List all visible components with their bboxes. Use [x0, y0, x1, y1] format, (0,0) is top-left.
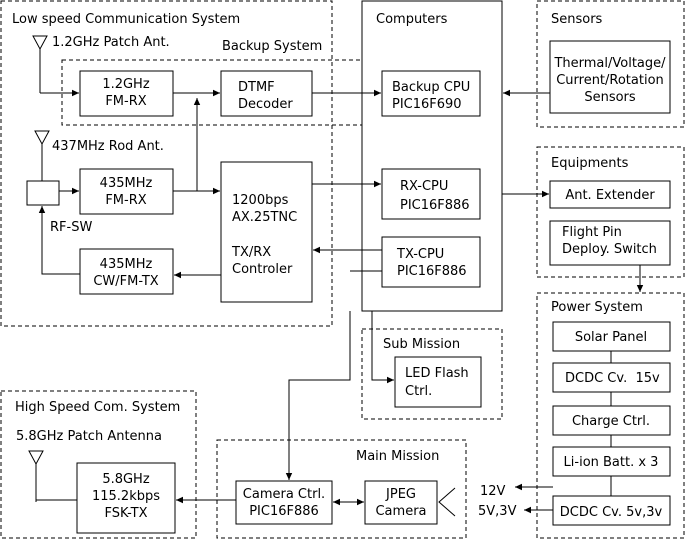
svg-text:5.8GHz: 5.8GHz: [102, 472, 150, 487]
high-speed-section: [0, 390, 197, 539]
svg-text:Camera Ctrl.: Camera Ctrl.: [243, 487, 325, 502]
svg-text:Backup CPU: Backup CPU: [392, 80, 470, 95]
svg-text:Solar Panel: Solar Panel: [575, 330, 647, 345]
backup-title: Backup System: [222, 39, 322, 54]
tx-cpu-block: TX-CPU PIC16F886: [381, 236, 481, 288]
svg-text:Li-ion Batt. x 3: Li-ion Batt. x 3: [564, 455, 659, 470]
patch-1-2ghz-label: 1.2GHz Patch Ant.: [52, 35, 170, 50]
svg-text:JPEG: JPEG: [385, 487, 416, 502]
svg-text:DCDC Cv. 5v,3v: DCDC Cv. 5v,3v: [560, 505, 663, 520]
connections: [36, 89, 644, 514]
dcdc-15v-block: DCDC Cv. 15v: [552, 362, 671, 393]
dcdc-5v3v-block: DCDC Cv. 5v,3v: [552, 495, 671, 526]
svg-text:Ctrl.: Ctrl.: [405, 384, 432, 399]
svg-text:435MHz: 435MHz: [100, 176, 153, 191]
sensors-section: [536, 0, 685, 128]
svg-text:Flight Pin: Flight Pin: [562, 225, 622, 240]
svg-text:Thermal/Voltage/: Thermal/Voltage/: [553, 56, 666, 71]
power-title: Power System: [551, 300, 643, 315]
svg-text:PIC16F886: PIC16F886: [400, 198, 470, 213]
main-mission-section: [216, 439, 467, 539]
svg-text:Decoder: Decoder: [238, 97, 293, 112]
svg-text:DTMF: DTMF: [238, 80, 275, 95]
svg-text:115.2kbps: 115.2kbps: [92, 489, 160, 504]
svg-text:CW/FM-TX: CW/FM-TX: [93, 274, 158, 289]
svg-text:1200bps: 1200bps: [232, 193, 289, 208]
svg-text:Controler: Controler: [232, 262, 293, 277]
svg-text:FM-RX: FM-RX: [105, 94, 146, 109]
tnc-block: 1200bps AX.25TNC TX/RX Controler: [220, 161, 313, 303]
svg-text:Deploy. Switch: Deploy. Switch: [562, 242, 657, 257]
camera-lens-icon: [438, 487, 456, 517]
svg-text:Charge Ctrl.: Charge Ctrl.: [572, 414, 650, 429]
svg-text:PIC16F886: PIC16F886: [249, 504, 319, 519]
camera-ctrl-block: Camera Ctrl. PIC16F886: [235, 480, 333, 525]
svg-text:PIC16F690: PIC16F690: [392, 97, 462, 112]
main-mission-title: Main Mission: [356, 449, 439, 464]
jpeg-camera-block: JPEG Camera: [364, 480, 438, 525]
svg-text:Ant. Extender: Ant. Extender: [565, 188, 655, 203]
low-speed-title: Low speed Communication System: [12, 12, 240, 27]
sub-mission-title: Sub Mission: [383, 337, 460, 352]
patch-5-8ghz-label: 5.8GHz Patch Antenna: [16, 429, 162, 444]
svg-text:TX/RX: TX/RX: [231, 245, 271, 260]
solar-panel-block: Solar Panel: [552, 321, 671, 352]
svg-text:1.2GHz: 1.2GHz: [102, 77, 150, 92]
backup-cpu-block: Backup CPU PIC16F690: [381, 70, 481, 117]
rod-437mhz-label: 437MHz Rod Ant.: [52, 139, 164, 154]
rf-switch-block: [26, 180, 60, 206]
output-5v3v-label: 5V,3V: [478, 504, 517, 519]
patch-5-8ghz-antenna-icon: [28, 450, 44, 502]
rf-switch-label: RF-SW: [50, 220, 92, 235]
cw-fm-tx-block: 435MHz CW/FM-TX: [79, 248, 174, 295]
low-speed-section: [0, 0, 333, 327]
svg-text:DCDC Cv. 15v: DCDC Cv. 15v: [565, 371, 660, 386]
svg-text:Camera: Camera: [375, 504, 426, 519]
svg-text:Sensors: Sensors: [584, 90, 636, 105]
equipments-section: [536, 146, 685, 278]
dtmf-decoder-block: DTMF Decoder: [220, 70, 313, 117]
sensors-title: Sensors: [551, 12, 603, 27]
svg-text:AX.25TNC: AX.25TNC: [232, 210, 297, 225]
fm-rx-1-2ghz-block: 1.2GHz FM-RX: [79, 70, 174, 117]
rx-cpu-block: RX-CPU PIC16F886: [381, 168, 481, 220]
power-section: [536, 292, 685, 539]
high-speed-title: High Speed Com. System: [15, 400, 180, 415]
svg-text:435MHz: 435MHz: [100, 257, 153, 272]
computers-title: Computers: [376, 12, 448, 27]
svg-text:FSK-TX: FSK-TX: [104, 506, 147, 521]
svg-text:LED Flash: LED Flash: [405, 366, 469, 381]
rod-437mhz-antenna-icon: [34, 130, 50, 181]
fsk-tx-block: 5.8GHz 115.2kbps FSK-TX: [76, 462, 176, 534]
led-flash-block: LED Flash Ctrl.: [394, 356, 482, 408]
svg-text:RX-CPU: RX-CPU: [400, 179, 448, 194]
sensors-block: Thermal/Voltage/ Current/Rotation Sensor…: [549, 40, 671, 114]
svg-text:Current/Rotation: Current/Rotation: [556, 73, 664, 88]
patch-1-2ghz-antenna-icon: [32, 35, 48, 93]
flight-pin-block: Flight Pin Deploy. Switch: [549, 220, 671, 266]
sub-mission-section: [361, 328, 503, 420]
svg-text:FM-RX: FM-RX: [105, 193, 146, 208]
svg-text:PIC16F886: PIC16F886: [397, 264, 467, 279]
ant-extender-block: Ant. Extender: [549, 180, 671, 209]
charge-ctrl-block: Charge Ctrl.: [552, 405, 671, 436]
equipments-title: Equipments: [551, 156, 629, 171]
li-ion-battery-block: Li-ion Batt. x 3: [552, 446, 671, 477]
fm-rx-435mhz-block: 435MHz FM-RX: [79, 168, 174, 215]
output-12v-label: 12V: [480, 484, 506, 499]
svg-text:TX-CPU: TX-CPU: [396, 247, 444, 262]
